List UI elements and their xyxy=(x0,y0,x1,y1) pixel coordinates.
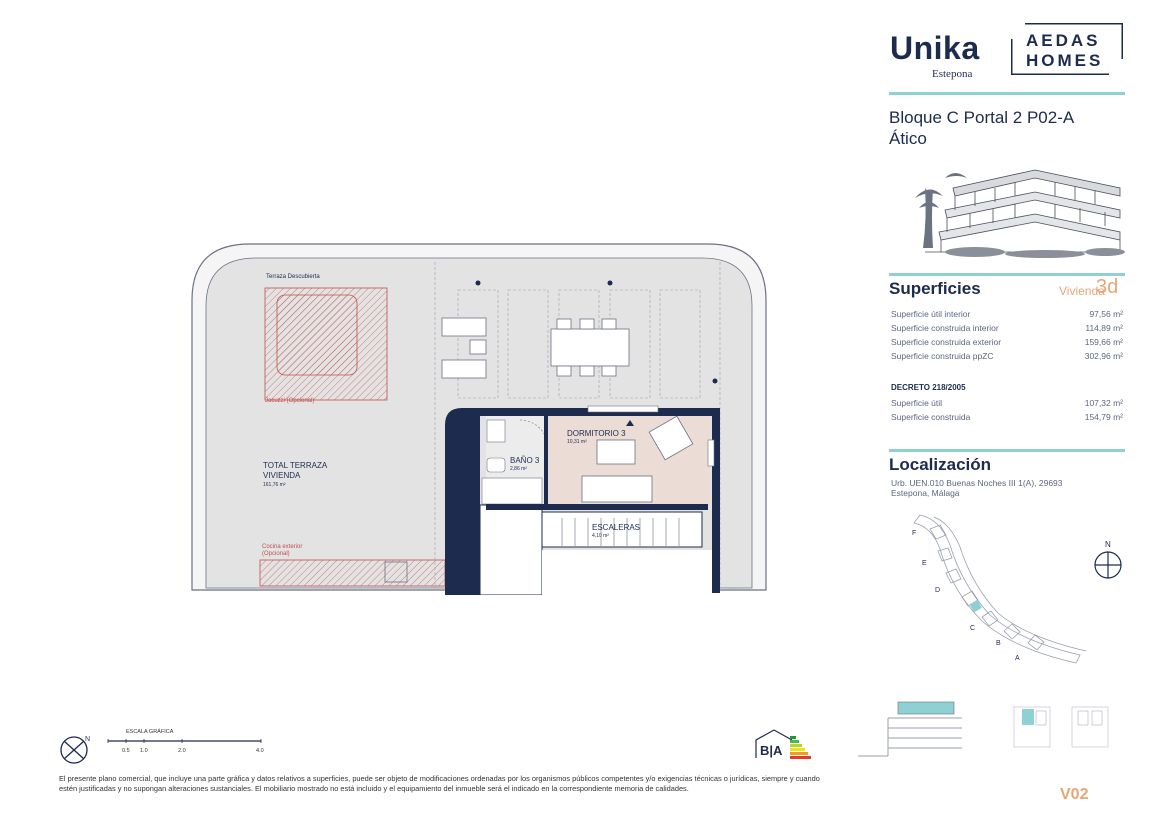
decree-value: 107,32 m² xyxy=(1084,398,1123,408)
block-label-c: C xyxy=(970,625,975,632)
surface-value: 114,89 m² xyxy=(1085,323,1123,333)
address-line1: Urb. UEN.010 Buenas Noches III 1(A), 296… xyxy=(891,478,1063,488)
developer-logo-line1: AEDAS xyxy=(1026,31,1101,50)
surface-row: Superficie construida exterior 159,66 m² xyxy=(891,337,1123,347)
block-label-f: F xyxy=(912,530,916,537)
surfaces-heading: Superficies xyxy=(889,279,981,298)
surface-label: Superficie construida interior xyxy=(891,323,999,333)
stairs-area: 4,10 m² xyxy=(592,533,609,539)
unit-type-label: Vivienda xyxy=(1059,284,1105,298)
surface-row: Superficie construida interior 114,89 m² xyxy=(891,323,1123,333)
surface-value: 302,96 m² xyxy=(1084,351,1123,361)
jacuzzi-label: Jacuzzi (Opcional) xyxy=(265,398,314,404)
block-label-e: E xyxy=(922,560,927,567)
decree-label: Superficie útil xyxy=(891,398,943,408)
surface-label: Superficie construida exterior xyxy=(891,337,1002,347)
block-label-d: D xyxy=(935,587,940,594)
scale-tick: 4.0 xyxy=(256,748,264,754)
decree-label: Superficie construida xyxy=(891,412,971,422)
divider xyxy=(889,449,1125,452)
decree-row: Superficie útil 107,32 m² xyxy=(891,398,1123,408)
unit-highlight-marker xyxy=(969,600,982,613)
bath-area: 2,86 m² xyxy=(510,466,527,472)
plan-north-label: N xyxy=(85,736,90,743)
developer-logo: AEDAS HOMES xyxy=(1026,31,1103,71)
block-label-b: B xyxy=(996,640,1001,647)
divider xyxy=(889,273,1125,276)
project-logo: Unika xyxy=(890,30,980,66)
stairs-label: ESCALERAS xyxy=(592,523,640,532)
scale-bar: 0.5 1.0 2.0 4.0 xyxy=(107,739,264,754)
jacuzzi-tub xyxy=(276,294,358,376)
decree-value: 154,79 m² xyxy=(1084,412,1123,422)
total-terrace-area: 161,76 m² xyxy=(263,482,286,488)
surface-value: 159,66 m² xyxy=(1084,337,1123,347)
building-illustration xyxy=(915,169,1125,258)
developer-logo-line2: HOMES xyxy=(1026,51,1104,70)
energy-rating-icon: B|A xyxy=(755,729,811,759)
bath-label: BAÑO 3 xyxy=(510,456,540,465)
scale-tick: 1.0 xyxy=(140,748,148,754)
decree-heading: DECRETO 218/2005 xyxy=(891,383,966,392)
unit-type-value: 3d xyxy=(1096,276,1119,298)
total-terrace-label-line1: TOTAL TERRAZA xyxy=(263,461,328,470)
floor-key-icon xyxy=(1013,706,1109,748)
divider xyxy=(889,92,1125,95)
plan-north-icon: N xyxy=(60,736,90,764)
outdoor-kitchen-counter xyxy=(259,559,446,587)
scale-tick: 2.0 xyxy=(178,748,186,754)
total-terrace-label-line2: VIVIENDA xyxy=(263,471,301,480)
exterior-wall xyxy=(445,408,480,595)
surface-row: Superficie útil interior 97,56 m² xyxy=(891,309,1123,319)
sink-icon xyxy=(384,561,408,583)
outdoor-kitchen-label-line2: (Opcional) xyxy=(262,551,290,557)
north-arrow-icon: N xyxy=(1094,540,1122,579)
north-label: N xyxy=(1105,540,1111,549)
outdoor-kitchen-label-line1: Cocina exterior xyxy=(262,544,302,550)
site-map: F E D C B A N xyxy=(912,514,1122,664)
legal-disclaimer: El presente plano comercial, que incluye… xyxy=(59,774,820,793)
surface-row: Superficie construida ppZC 302,96 m² xyxy=(891,351,1123,361)
unit-title-line2: Ático xyxy=(889,129,927,148)
surface-label: Superficie construida ppZC xyxy=(891,351,994,361)
address-line2: Estepona, Málaga xyxy=(891,488,960,498)
scale-tick: 0.5 xyxy=(122,748,130,754)
location-heading: Localización xyxy=(889,455,992,474)
version-label: V02 xyxy=(1060,786,1089,803)
terrace-uncovered-label: Terraza Descubierta xyxy=(266,274,320,280)
unit-title: Bloque C Portal 2 P02-A Ático xyxy=(889,107,1074,149)
section-key-icon xyxy=(858,701,962,757)
energy-label: B|A xyxy=(760,743,783,758)
address: Urb. UEN.010 Buenas Noches III 1(A), 296… xyxy=(891,478,1063,498)
floor-plan: Terraza Descubierta Jacuzzi (Opcional) T… xyxy=(191,243,767,595)
decree-row: Superficie construida 154,79 m² xyxy=(891,412,1123,422)
bedroom-label: DORMITORIO 3 xyxy=(567,429,626,438)
scale-label: ESCALA GRÁFICA xyxy=(126,729,174,735)
dining-table xyxy=(550,318,630,377)
block-label-a: A xyxy=(1015,655,1020,662)
surface-label: Superficie útil interior xyxy=(891,309,971,319)
stairs-icon xyxy=(561,518,680,546)
sun-loungers xyxy=(441,317,487,379)
bedroom-area: 10,31 m² xyxy=(567,439,587,445)
project-city: Estepona xyxy=(932,68,973,80)
surface-value: 97,56 m² xyxy=(1089,309,1123,319)
unit-title-line1: Bloque C Portal 2 P02-A xyxy=(889,108,1075,127)
